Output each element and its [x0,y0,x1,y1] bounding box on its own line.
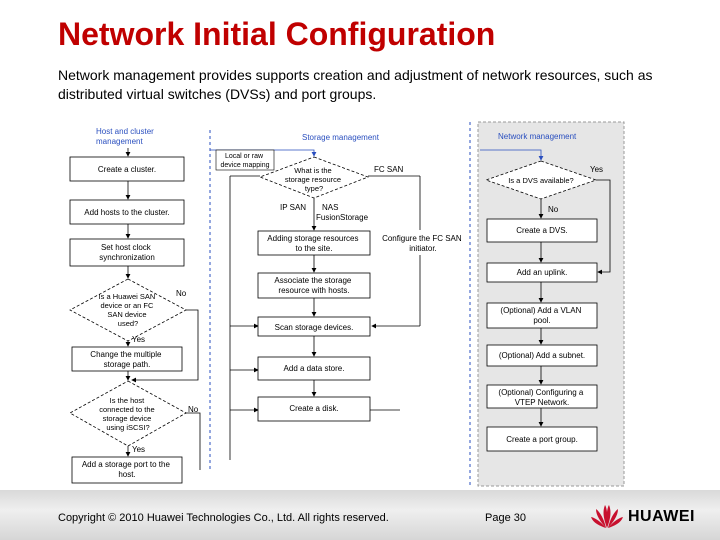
network-heading: Network management [498,132,577,141]
create-port-group-box [486,426,598,452]
huawei-flower-icon [591,505,623,528]
no-label: No [176,289,187,298]
dvs-available-decision [484,160,598,200]
add-uplink-box [486,262,598,283]
dvs-available-label: Is a DVS available? [508,176,573,185]
fc-san-label: FC SAN [374,165,404,174]
create-dvs-box [486,218,598,243]
huawei-logo: HUAWEI [590,502,716,532]
vtep-network-label: (Optional) Configuring a VTEP Network. [498,388,585,407]
page-title: Network Initial Configuration [58,16,496,52]
create-disk-label: Create a disk. [289,404,338,413]
clock-sync-box [69,238,185,267]
yes-label: Yes [132,445,145,454]
is-iscsi-decision [69,380,187,447]
create-disk-box [257,396,371,422]
associate-storage-box [257,272,371,299]
add-storage-resources-box [257,230,371,256]
nas-label: NAS FusionStorage [316,203,369,222]
configure-fc-label: Configure the FC SAN initiator. [382,234,464,253]
ip-san-label: IP SAN [280,203,306,212]
add-uplink-label: Add an uplink. [517,268,568,277]
host-heading: Host and cluster management [96,127,156,146]
yes-label: Yes [132,335,145,344]
scan-storage-label: Scan storage devices. [275,323,354,332]
yes-label: Yes [590,165,603,174]
add-storage-port-box [71,456,183,484]
storage-type-decision [258,156,370,199]
add-subnet-box [486,344,598,367]
create-port-group-label: Create a port group. [506,435,578,444]
change-path-box [71,346,183,372]
add-datastore-label: Add a data store. [284,364,345,373]
add-hosts-box [69,199,185,225]
vtep-network-box [486,384,598,409]
page-subtitle: Network management provides supports cre… [58,67,653,102]
footer-bar: Copyright © 2010 Huawei Technologies Co.… [0,490,720,540]
page-number: Page 30 [485,512,526,524]
create-cluster-label: Create a cluster. [98,165,156,174]
scan-storage-box [257,316,371,337]
add-subnet-label: (Optional) Add a subnet. [499,351,585,360]
no-label: No [548,205,559,214]
create-cluster-box [69,156,185,182]
is-huawei-san-decision [69,278,187,342]
is-huawei-san-label: Is a Huawei SAN device or an FC SAN devi… [99,292,158,328]
brand-name: HUAWEI [628,508,695,525]
configuration-flowchart: Host and cluster management Storage mana… [69,121,625,487]
storage-type-label: What is the storage resource type? [285,166,343,193]
add-vlan-pool-label: (Optional) Add a VLAN pool. [500,306,583,325]
no-label: No [188,405,199,414]
storage-heading: Storage management [302,133,380,142]
local-raw-box [215,149,275,171]
add-vlan-pool-box [486,302,598,329]
copyright-text: Copyright © 2010 Huawei Technologies Co.… [58,512,389,524]
clock-sync-label: Set host clock synchronization [99,243,155,262]
add-storage-resources-label: Adding storage resources to the site. [267,234,360,253]
local-raw-label: Local or raw device mapping [220,153,269,169]
change-path-label: Change the multiple storage path. [90,350,163,369]
is-iscsi-label: Is the host connected to the storage dev… [99,396,157,432]
add-hosts-label: Add hosts to the cluster. [84,208,169,217]
create-dvs-label: Create a DVS. [516,226,568,235]
associate-storage-label: Associate the storage resource with host… [274,276,353,295]
add-datastore-box [257,356,371,381]
add-storage-port-label: Add a storage port to the host. [82,460,172,479]
